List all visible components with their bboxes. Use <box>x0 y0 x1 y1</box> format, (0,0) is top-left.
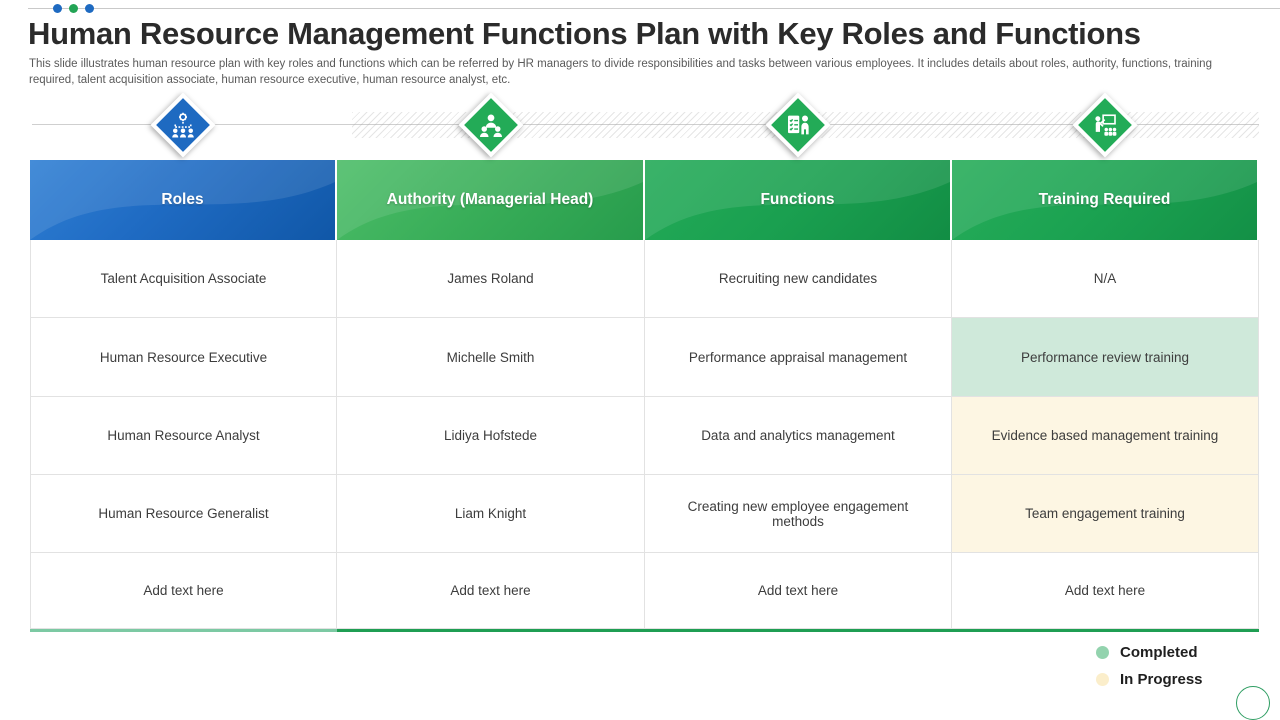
column-header-label: Roles <box>161 191 203 209</box>
cell-role: Human Resource Executive <box>30 318 337 397</box>
hr-functions-table: Roles Authority (Managerial Head) Functi… <box>30 160 1259 629</box>
authority-diamond <box>458 92 524 158</box>
connector-line <box>32 124 1259 125</box>
cell-authority: Liam Knight <box>337 475 645 553</box>
training-diamond <box>1072 92 1138 158</box>
cell-authority: Lidiya Hofstede <box>337 397 645 475</box>
header-wave-decor <box>337 160 643 240</box>
table-accent-bar-right <box>337 629 1259 632</box>
cell-function: Data and analytics management <box>645 397 952 475</box>
column-header-training: Training Required <box>952 160 1259 240</box>
column-header-label: Functions <box>760 191 834 209</box>
cell-training: N/A <box>952 240 1259 318</box>
column-header-roles: Roles <box>30 160 337 240</box>
legend-item-inprogress: In Progress <box>1096 671 1203 688</box>
team-hierarchy-icon <box>480 114 502 137</box>
decor-dot-blue <box>53 4 62 13</box>
inprogress-dot-icon <box>1096 673 1109 686</box>
cell-function: Recruiting new candidates <box>645 240 952 318</box>
header-wave-decor <box>30 160 335 240</box>
cell-training-inprogress: Team engagement training <box>952 475 1259 553</box>
checklist-person-icon <box>788 115 809 135</box>
placeholder-cell[interactable]: Add text here <box>30 553 337 629</box>
table-accent-bar-left <box>30 629 337 632</box>
column-header-label: Authority (Managerial Head) <box>387 191 594 209</box>
completed-dot-icon <box>1096 646 1109 659</box>
header-wave-decor <box>952 160 1257 240</box>
cell-function: Performance appraisal management <box>645 318 952 397</box>
cell-training-completed: Performance review training <box>952 318 1259 397</box>
cell-role: Human Resource Analyst <box>30 397 337 475</box>
slide-description: This slide illustrates human resource pl… <box>29 58 1212 87</box>
cell-authority: Michelle Smith <box>337 318 645 397</box>
functions-diamond <box>765 92 831 158</box>
legend: Completed In Progress <box>1096 644 1203 698</box>
top-divider-line <box>28 8 1280 9</box>
legend-item-completed: Completed <box>1096 644 1203 661</box>
column-header-label: Training Required <box>1039 191 1171 209</box>
placeholder-cell[interactable]: Add text here <box>337 553 645 629</box>
page-title: Human Resource Management Functions Plan… <box>28 16 1141 51</box>
cell-role: Talent Acquisition Associate <box>30 240 337 318</box>
cell-training-inprogress: Evidence based management training <box>952 397 1259 475</box>
header-wave-decor <box>645 160 950 240</box>
cell-role: Human Resource Generalist <box>30 475 337 553</box>
column-header-functions: Functions <box>645 160 952 240</box>
column-header-authority: Authority (Managerial Head) <box>337 160 645 240</box>
org-structure-icon <box>172 112 194 138</box>
corner-circle-decor <box>1236 686 1270 720</box>
cell-authority: James Roland <box>337 240 645 318</box>
cell-function: Creating new employee engagement methods <box>645 475 952 553</box>
placeholder-cell[interactable]: Add text here <box>952 553 1259 629</box>
legend-label: In Progress <box>1120 671 1203 688</box>
roles-diamond <box>150 92 216 158</box>
legend-label: Completed <box>1120 644 1198 661</box>
decor-dot-green <box>69 4 78 13</box>
placeholder-cell[interactable]: Add text here <box>645 553 952 629</box>
decor-dot-blue-2 <box>85 4 94 13</box>
training-presentation-icon <box>1095 114 1117 136</box>
